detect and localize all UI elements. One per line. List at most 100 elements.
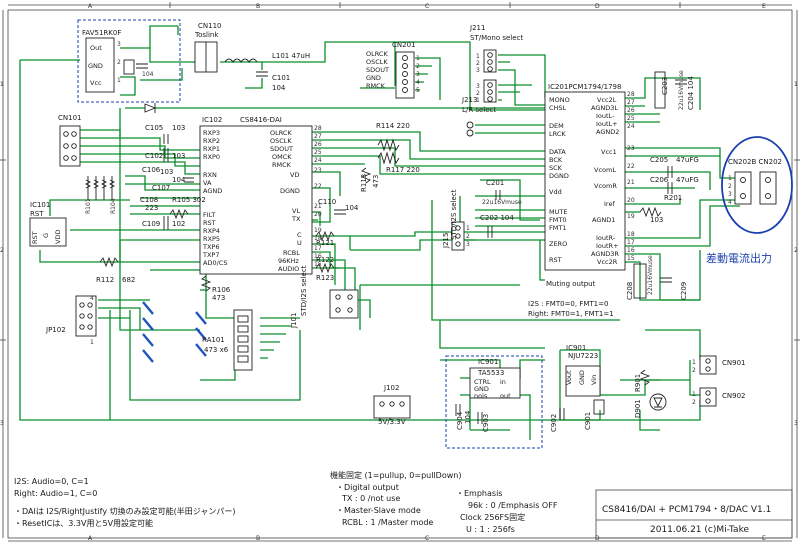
border-col-a: A [88,3,93,10]
ic102-num-18: 18 [314,235,322,242]
ic102-pin-rst: RST [203,219,216,227]
note-emphasis-value: 96k : 0 /Emphasis OFF [468,501,558,510]
nju-pin-vout: Vout [565,370,573,385]
ic901-pin-out: out [500,392,511,400]
border-row-1: 1 [0,81,4,88]
c206-value: 47uFG [676,176,699,184]
border-col-b-bottom: B [256,535,260,542]
ic102-pin-rxp4: RXP4 [203,227,220,235]
ic201-num-20: 20 [627,197,635,204]
ic201-num-26: 26 [627,107,635,114]
cn202-ref: CN202B CN202 [728,158,782,166]
ic201-pin-zero: ZERO [549,240,567,248]
ic102-pin-tx: TX [291,215,301,223]
r901-ref: R901 [634,374,642,392]
j102-jumper: J102 5V/3.3V [373,384,411,426]
j215-num-3: 3 [466,241,470,248]
c206-ref: C206 [650,176,669,184]
cn201-pin-sdout: SDOUT [366,66,389,74]
c901-ref: C901 [584,412,592,430]
ic201-pin-mute: MUTE [549,208,567,216]
border-row-2-right: 2 [794,247,798,254]
note-fixed-rcbl: RCBL : 1 /Master mode [342,518,433,527]
c109-value: 102 [172,220,185,228]
c203-value: 22u16Vmuse [678,70,685,110]
r117-ref: R117 220 [386,166,420,174]
c904-ref: C904 [456,411,464,430]
border-col-d: D [595,3,600,10]
c201-c202: C201 22u16Vmuse C202 104 [480,179,522,238]
l101-c101: L101 47uH C101 104 [224,52,310,92]
ic201-num-22: 22 [627,163,635,170]
ic102-pin-dgnd: DGND [280,187,300,195]
c208-value: 22u16Vmuse [647,255,654,295]
border-row-2: 2 [0,247,4,254]
c110-capacitor: C110 104 [318,198,359,215]
ic201-pin-iref: Iref [604,200,615,208]
ic102-input-caps: C105 103 C102 103 C106 103 C107 104 C108… [140,124,206,230]
ic201-pin-sck: SCK [549,164,563,172]
cn201-num-2: 2 [416,63,420,70]
ic102-pin-vd: VD [290,171,299,179]
ic102-num-25: 25 [314,149,322,156]
ic201-pcm1794: IC201PCM1794/1798 MONO CHSL DEM LRCK DAT… [544,83,635,271]
cn901-ref: CN901 [722,359,746,367]
c201-ref: C201 [486,179,504,187]
r106-ref: R106 [212,286,231,294]
border-row-3: 3 [0,420,4,427]
cn201-num-5: 5 [416,87,420,94]
ic201-pin-ioutr-minus: IoutR- [596,234,616,242]
cn110-name: Toslink [194,31,219,39]
border-col-b: B [256,3,260,10]
r122-ref: R122 [316,256,334,264]
ic102-pin-audio: AUDIO [278,265,299,273]
ic102-num-16: 16 [314,253,322,260]
note-fixed-digital: ・Digital output [336,483,399,492]
ic102-pin-u: U [297,239,302,247]
ic201-pin-fmt0: FMT0 [549,216,566,224]
c203-ref: C203 [661,77,669,95]
cn202-num-3: 3 [728,191,732,198]
jp102-num-1: 1 [90,339,94,346]
ic102-pin-rxp1: RXP1 [203,145,220,153]
ic201-pin-vdd: Vdd [549,188,562,196]
ic102-pin-sdout: SDOUT [270,145,293,153]
j102-ref: J102 [383,384,399,392]
ic102-num-19: 19 [314,227,322,234]
ic101-pin-rst: RST [31,231,39,244]
ic102-num-24: 24 [314,157,322,164]
ic201-pin-dgnd: DGND [549,172,569,180]
border-row-1-right: 1 [794,81,798,88]
ic101-pin-vdd: VDD [54,230,62,244]
r121-ref: R121 [316,239,334,247]
cn201-connector: CN201 OLRCK OSCLK SDOUT GND RMCK 1 2 3 4… [366,41,420,99]
border-row-3-right: 3 [794,420,798,427]
j211-num-3: 3 [476,67,480,74]
border-col-c: C [425,3,429,10]
r201-ref: R201 [664,194,682,202]
border-col-c-bottom: C [425,535,429,542]
ic201-num-23: 23 [627,145,635,152]
r123-ref: R123 [316,274,334,282]
c108-ref: C108 [140,196,158,204]
ic201-pin-ioutl-plus: IoutL+ [596,120,618,128]
note-clock: Clock 256FS固定 [460,512,525,522]
ic201-num-18: 18 [627,231,635,238]
r106-value: 473 [212,294,225,302]
ic201-pin-mono: MONO [549,96,570,104]
ic102-pin-rcbl: RCBL [283,249,300,257]
cn901-num-1: 1 [692,359,696,366]
jp102-jumper: JP102 4 1 [45,295,97,346]
c209-ref: C209 [680,282,688,300]
nju-pin-gnd: GND [578,370,586,385]
j211-num-1: 1 [476,53,480,60]
title-block-date: 2011.06.21 (c)Mi-Take [650,525,749,535]
j211-name: ST/Mono select [470,34,523,42]
ic201-pin-vcoml: VcomL [594,166,616,174]
ic102-pin-rmck: RMCK [272,161,292,169]
ic201-pin-data: DATA [549,148,566,156]
r112-ref: R112 [96,276,114,284]
c903-ref: C903 [482,414,490,432]
nju-ref: IC901 [566,344,586,352]
fav51rk0f-module: FAV51RK0F Out GND Vcc 3 2 1 104 [77,19,181,103]
